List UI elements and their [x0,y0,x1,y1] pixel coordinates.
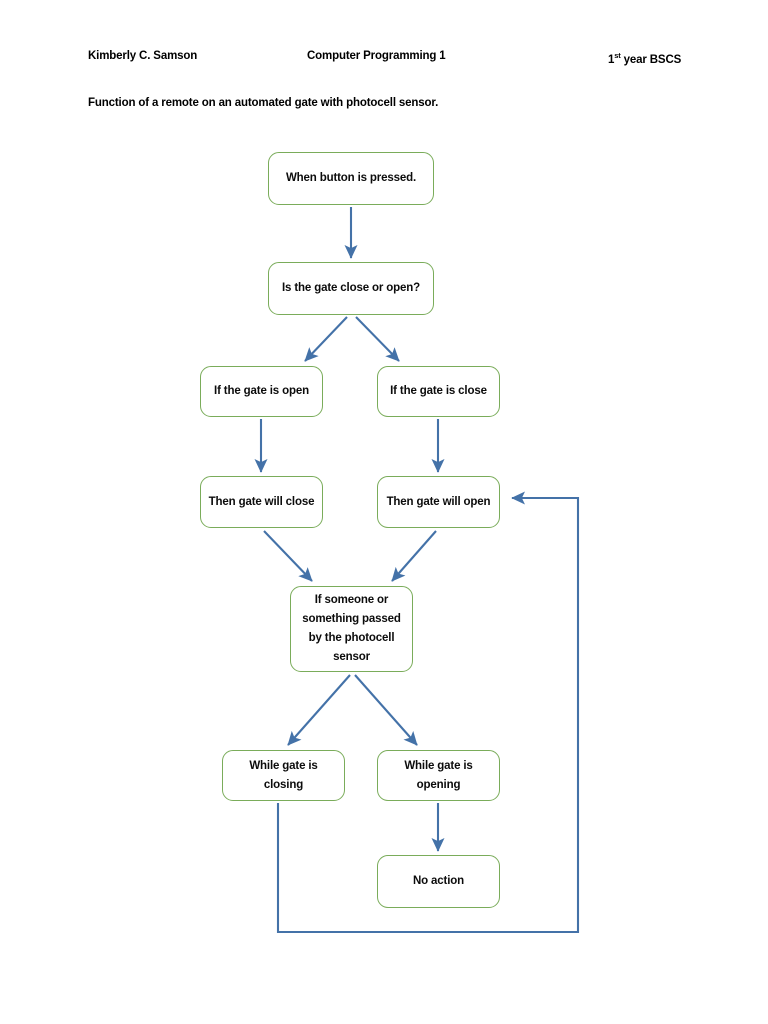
node-if-gate-is-open[interactable]: If the gate is open [200,366,323,417]
edge-question-to-gate-close [355,316,400,362]
node-label: Then gate will close [208,495,315,508]
document-header: Kimberly C. Samson Computer Programming … [0,46,768,66]
node-while-gate-is-opening[interactable]: While gate is opening [377,750,500,801]
node-if-gate-is-close[interactable]: If the gate is close [377,366,500,417]
edge-photocell-to-while-opening [354,674,418,746]
header-year-suffix: st [614,51,621,60]
node-photocell-sensor-check[interactable]: If someone or something passed by the ph… [290,586,413,672]
node-label: No action [412,875,465,887]
node-when-button-pressed[interactable]: When button is pressed. [268,152,434,205]
header-year-level: 1st year BSCS [608,46,681,70]
edge-photocell-to-while-closing [287,674,351,746]
node-label: Is the gate close or open? [282,282,420,294]
node-label: If someone or something passed by the ph… [302,594,401,663]
node-label: If the gate is open [214,385,309,397]
edge-while-closing-feedback-loop [276,491,580,934]
header-year-number: 1 [608,53,615,66]
edge-question-to-gate-open [304,316,348,362]
node-is-gate-close-or-open[interactable]: Is the gate close or open? [268,262,434,315]
document-subtitle: Function of a remote on an automated gat… [88,97,439,109]
node-then-gate-will-close[interactable]: Then gate will close [200,476,323,528]
node-label: While gate is opening [404,759,473,791]
edge-will-close-to-photocell [263,530,313,582]
node-while-gate-is-closing[interactable]: While gate is closing [222,750,345,801]
node-no-action[interactable]: No action [377,855,500,908]
header-year-rest: year BSCS [620,53,682,66]
header-student-name: Kimberly C. Samson [88,50,198,62]
node-label: If the gate is close [390,385,487,397]
edge-will-open-to-photocell [391,530,437,582]
node-label: When button is pressed. [285,172,417,184]
node-label: While gate is closing [249,759,318,791]
header-course-title: Computer Programming 1 [307,50,446,62]
node-then-gate-will-open[interactable]: Then gate will open [377,476,500,528]
node-label: Then gate will open [386,495,491,508]
